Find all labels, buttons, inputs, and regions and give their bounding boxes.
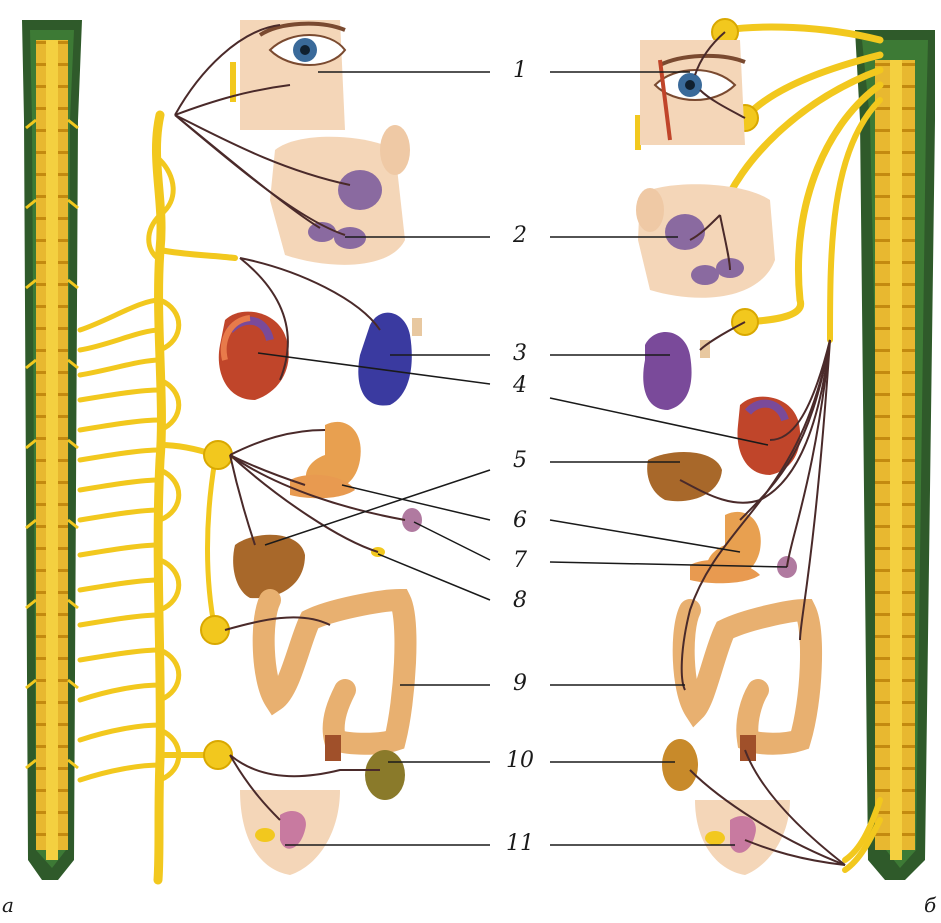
pelvis-left — [240, 790, 340, 875]
label-2: 2 — [500, 223, 540, 248]
left-spinal-column — [22, 20, 82, 880]
ganglia-left — [201, 62, 236, 769]
lung-left — [358, 313, 422, 406]
heart-right — [737, 397, 800, 475]
right-spinal-column — [855, 30, 935, 880]
label-3: 3 — [500, 341, 540, 366]
panel-label-left: а — [2, 893, 14, 917]
label-6: 6 — [500, 508, 540, 533]
face-left — [270, 125, 410, 265]
kidney-left — [365, 750, 405, 800]
liver-right — [647, 452, 722, 501]
label-5: 5 — [500, 448, 540, 473]
kidney-right — [662, 739, 698, 791]
label-10: 10 — [500, 748, 540, 773]
label-7: 7 — [500, 548, 540, 573]
panel-label-right: б — [924, 893, 936, 917]
label-8: 8 — [500, 588, 540, 613]
intestine-left — [264, 600, 406, 761]
eye-right — [640, 40, 745, 145]
stomach-right — [690, 512, 761, 583]
label-1: 1 — [500, 58, 540, 83]
intestine-right — [684, 610, 811, 761]
label-4: 4 — [500, 373, 540, 398]
face-right — [636, 184, 775, 297]
eye-left — [240, 20, 345, 130]
label-9: 9 — [500, 671, 540, 696]
label-11: 11 — [500, 831, 540, 856]
lung-right — [643, 332, 710, 410]
